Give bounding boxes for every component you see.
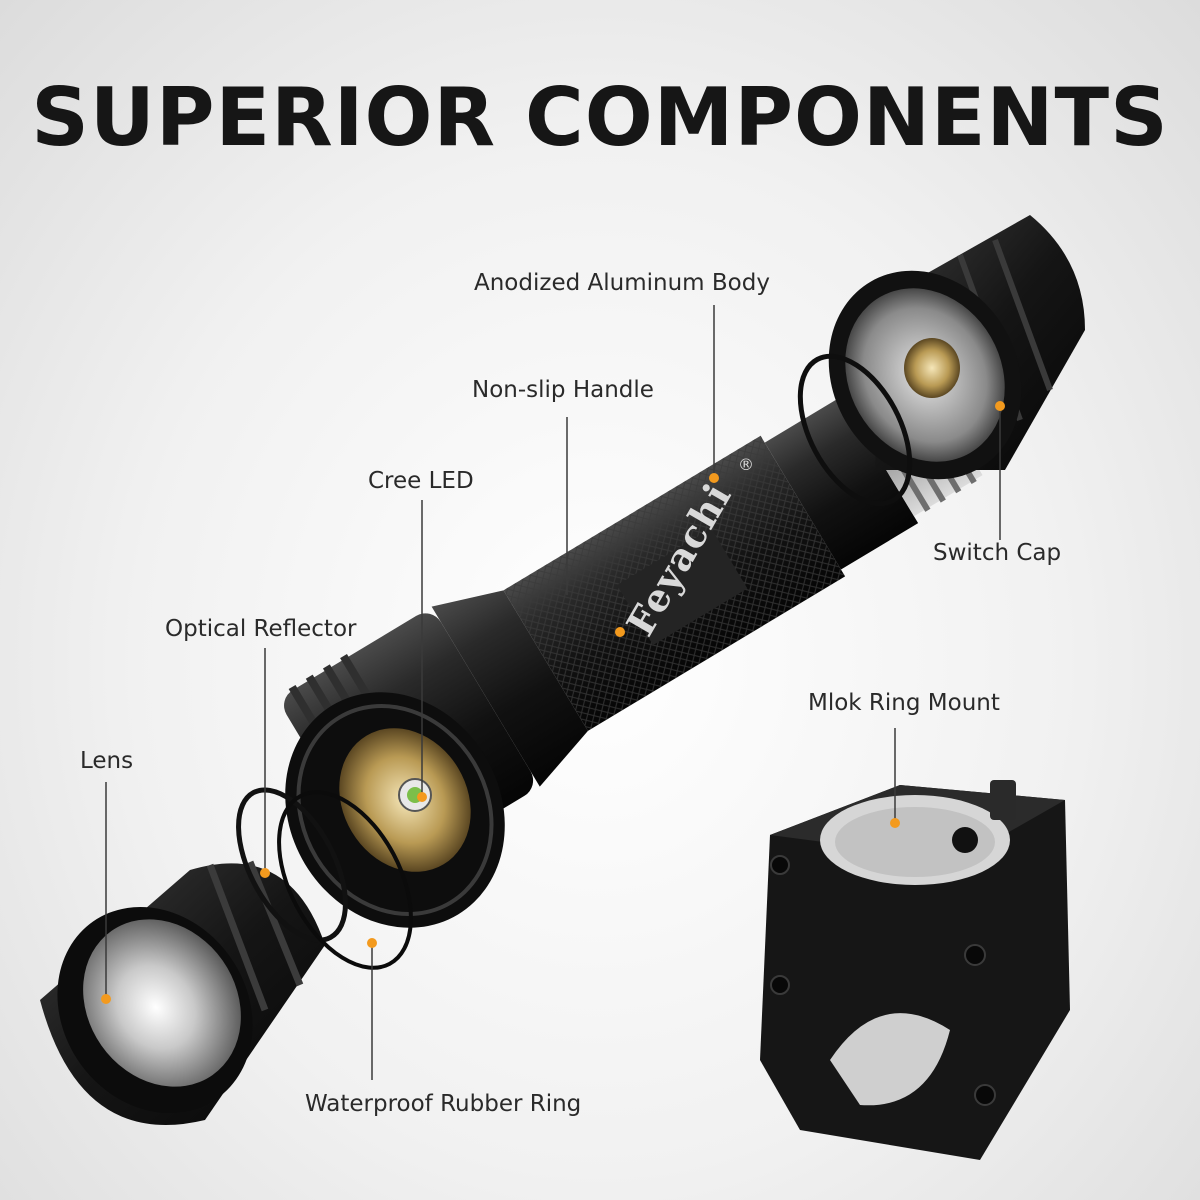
- lens-bezel: [40, 860, 325, 1125]
- dot-lens: [101, 994, 111, 1004]
- dot-optical-reflector: [260, 868, 270, 878]
- label-switch-cap: Switch Cap: [933, 540, 1062, 566]
- label-rubber-ring: Waterproof Rubber Ring: [305, 1091, 582, 1117]
- label-mlok-mount: Mlok Ring Mount: [808, 690, 1000, 716]
- dot-rubber-ring: [367, 938, 377, 948]
- label-lens: Lens: [80, 748, 134, 774]
- label-optical-reflector: Optical Reflector: [165, 616, 357, 642]
- dot-non-slip-handle: [615, 627, 625, 637]
- page-title: SUPERIOR COMPONENTS: [31, 71, 1169, 164]
- dot-cree-led: [417, 792, 427, 802]
- dot-anodized-body: [709, 473, 719, 483]
- dot-switch-cap: [995, 401, 1005, 411]
- switch-cap: [828, 215, 1085, 480]
- label-anodized-body: Anodized Aluminum Body: [474, 270, 770, 296]
- rubber-ring: [277, 790, 413, 970]
- label-non-slip-handle: Non-slip Handle: [472, 377, 654, 403]
- callout-dots: [101, 401, 1005, 1004]
- leader-lines: [105, 305, 1001, 1080]
- switch-o-ring: [797, 353, 913, 507]
- label-cree-led: Cree LED: [368, 468, 474, 494]
- dot-mlok-mount: [890, 818, 900, 828]
- mlok-mount: [760, 780, 1070, 1160]
- registered-mark: ®: [738, 455, 754, 474]
- optical-reflector-ring: [236, 787, 348, 943]
